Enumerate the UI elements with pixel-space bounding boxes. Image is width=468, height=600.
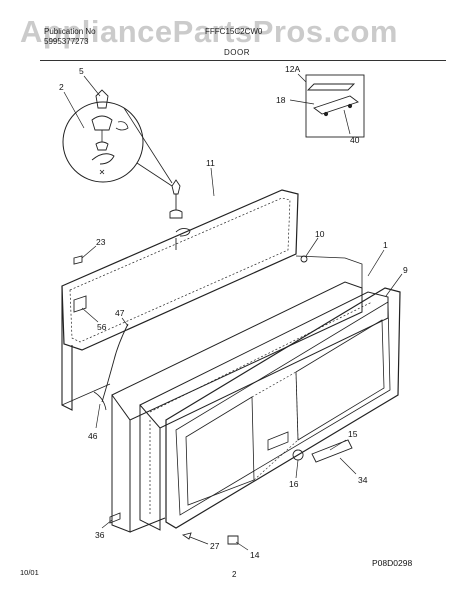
part-56	[73, 295, 87, 313]
callout-56: 56	[97, 322, 107, 332]
callout-18: 18	[276, 95, 286, 105]
door-gasket	[61, 189, 299, 411]
hinge-cap-part	[95, 89, 109, 109]
handle-pad-part	[306, 83, 356, 91]
knob-part	[292, 449, 304, 461]
callout-14: 14	[250, 550, 260, 560]
callout-27: 27	[210, 541, 220, 551]
part-27	[181, 532, 192, 540]
callout-11: 11	[206, 158, 215, 168]
hinge-bracket-part	[91, 153, 115, 165]
callout-34: 34	[358, 475, 368, 485]
part-36	[109, 512, 121, 524]
callout-47: 47	[115, 308, 125, 318]
leader-lines	[63, 73, 403, 551]
callout-9: 9	[403, 265, 408, 275]
door-window-left	[185, 396, 255, 506]
small-parts	[73, 255, 353, 545]
callout-36: 36	[95, 530, 105, 540]
part-10	[300, 255, 308, 263]
hinge-detail	[62, 89, 173, 187]
thermostat-knob-housing	[267, 431, 289, 451]
callout-15: 15	[348, 429, 358, 439]
section-title: DOOR	[224, 48, 250, 57]
part-23	[73, 255, 83, 265]
diagram-code: P08D0298	[372, 558, 413, 568]
door-window-right	[295, 319, 385, 441]
watermark: AppliancePartsPros.com	[20, 14, 398, 49]
callout-5: 5	[79, 66, 84, 76]
callout-40: 40	[350, 135, 360, 145]
footer-date: 10/01	[20, 568, 39, 577]
handle-detail	[305, 74, 365, 138]
callout-23: 23	[96, 237, 106, 247]
header-rule	[40, 60, 446, 61]
callout-1: 1	[383, 240, 388, 250]
publication-number: 5995377273	[44, 37, 89, 46]
hinge-assembly	[169, 179, 191, 250]
door-panel	[139, 291, 389, 531]
hinge-spring-part	[91, 115, 113, 131]
model-number: FFFC15C2CW0	[205, 27, 263, 36]
door-outer	[165, 287, 401, 529]
callout-12a: 12A	[285, 64, 300, 74]
publication-label: Publication No	[44, 27, 96, 36]
part-14	[227, 535, 239, 545]
callout-16: 16	[289, 479, 299, 489]
callout-46: 46	[88, 431, 98, 441]
wire-harness	[101, 323, 129, 403]
handle-part	[313, 95, 359, 115]
nameplate-part	[311, 439, 353, 463]
page-number: 2	[232, 570, 237, 579]
door-liner	[111, 255, 363, 533]
callout-10: 10	[315, 229, 325, 239]
callout-2: 2	[59, 82, 64, 92]
